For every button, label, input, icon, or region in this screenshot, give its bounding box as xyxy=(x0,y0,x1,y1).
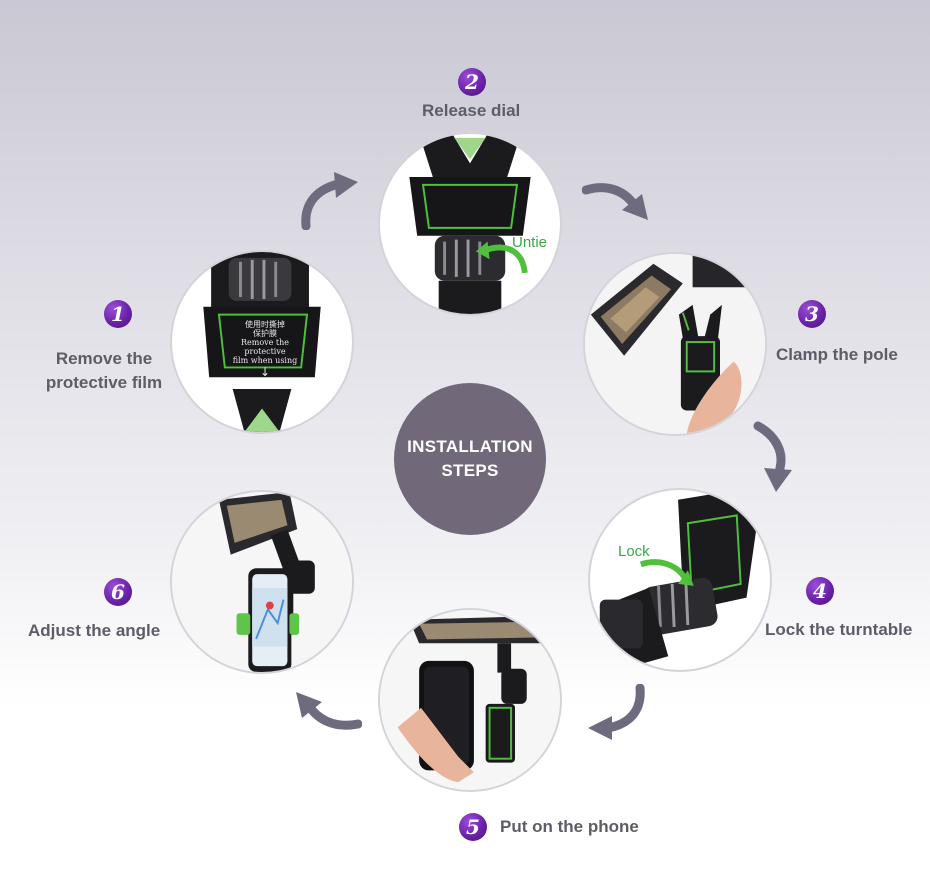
step-2-photo: Untie xyxy=(378,132,562,316)
step-2-illustration xyxy=(409,134,531,314)
step-4-illustration xyxy=(599,490,757,670)
step-3-label: Clamp the pole xyxy=(776,345,898,364)
step-6-label: Adjust the angle xyxy=(28,621,161,640)
lock-overlay: Lock xyxy=(618,543,650,560)
step-2-label: Release dial xyxy=(422,101,521,120)
step-1-label-line1: Remove the xyxy=(55,349,153,368)
step-4-photo: Lock xyxy=(588,488,772,672)
step-3-photo xyxy=(583,252,767,436)
step-5-illustration xyxy=(380,610,560,790)
center-title-line1: INSTALLATION xyxy=(407,437,533,456)
step-1-badge: 1 xyxy=(104,300,132,328)
step-1-illustration xyxy=(203,252,321,432)
step-3-illustration xyxy=(585,254,765,434)
step-5-label: Put on the phone xyxy=(500,817,639,836)
sticker-line-3: Remove the protective xyxy=(240,338,290,356)
curved-arrow-icon xyxy=(582,180,652,224)
sticker-line-1: 使用时撕掉 xyxy=(245,320,285,329)
step-5-badge: 5 xyxy=(459,813,487,841)
curved-arrow-icon xyxy=(296,168,360,230)
step-6-photo xyxy=(170,490,354,674)
sticker-line-2: 保护膜 xyxy=(253,329,277,338)
step-2-badge: 2 xyxy=(458,68,486,96)
curved-arrow-icon xyxy=(584,684,648,742)
step-6-badge: 6 xyxy=(104,578,132,606)
step-3-badge: 3 xyxy=(798,300,826,328)
step-6-illustration xyxy=(172,492,352,672)
untie-overlay: Untie xyxy=(512,234,548,251)
center-title-circle: INSTALLATION STEPS xyxy=(394,383,546,535)
step-5-photo xyxy=(378,608,562,792)
sticker-line-4: film when using xyxy=(232,356,298,365)
curved-arrow-icon xyxy=(292,688,362,732)
step-1-photo: 使用时撕掉 保护膜 Remove the protective film whe… xyxy=(170,250,354,434)
step-4-badge: 4 xyxy=(806,577,834,605)
center-title-line2: STEPS xyxy=(441,461,499,480)
step-1-label-line2: protective film xyxy=(45,373,163,392)
step-4-label: Lock the turntable xyxy=(765,620,913,639)
down-arrow-icon: ↓ xyxy=(259,365,271,379)
step-1-label: Remove the protective film xyxy=(42,347,166,395)
curved-arrow-icon xyxy=(752,420,796,494)
protective-film-sticker: 使用时撕掉 保护膜 Remove the protective film whe… xyxy=(220,320,310,379)
